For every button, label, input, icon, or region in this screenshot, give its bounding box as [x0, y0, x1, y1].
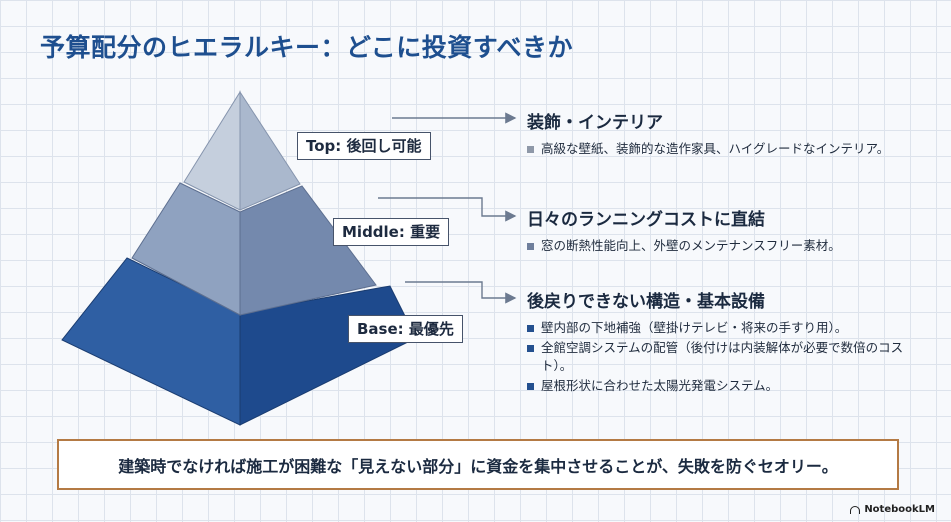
- section-base: 後戻りできない構造・基本設備 壁内部の下地補強（壁掛けテレビ・将来の手すり用）。…: [527, 287, 927, 397]
- section-top-title: 装飾・インテリア: [527, 113, 663, 133]
- bullet-square-icon: [527, 243, 534, 250]
- middle-right-face: [239, 185, 377, 316]
- bullet-square-icon: [527, 383, 534, 390]
- list-item: 壁内部の下地補強（壁掛けテレビ・将来の手すり用）。: [527, 319, 927, 337]
- bullet-square-icon: [527, 325, 534, 332]
- bullet-text: 全館空調システムの配管（後付けは内装解体が必要で数倍のコスト）。: [541, 340, 904, 373]
- bullet-square-icon: [527, 345, 534, 352]
- top-right-face: [239, 90, 301, 211]
- brand-name: NotebookLM: [864, 504, 935, 515]
- conclusion-text: 建築時でなければ施工が困難な「見えない部分」に資金を集中させることが、失敗を防ぐ…: [118, 456, 838, 476]
- bullet-text: 屋根形状に合わせた太陽光発電システム。: [541, 378, 779, 393]
- arrow-base: [405, 281, 517, 304]
- tier-label-middle: Middle: 重要: [333, 218, 450, 246]
- bullet-text: 高級な壁紙、装飾的な造作家具、ハイグレードなインテリア。: [541, 141, 890, 156]
- page-title: 予算配分のヒエラルキー：どこに投資すべきか: [40, 33, 574, 62]
- tier-label-top: Top: 後回し可能: [297, 132, 431, 160]
- section-middle-bullets: 窓の断熱性能向上、外壁のメンテナンスフリー素材。: [527, 237, 927, 255]
- section-top: 装飾・インテリア 高級な壁紙、装飾的な造作家具、ハイグレードなインテリア。: [527, 108, 927, 160]
- notebooklm-logo-icon: [850, 505, 861, 514]
- pyramid-middle-tier: [131, 182, 377, 316]
- list-item: 屋根形状に合わせた太陽光発電システム。: [527, 377, 927, 395]
- brand-watermark: NotebookLM: [850, 504, 935, 515]
- section-base-bullets: 壁内部の下地補強（壁掛けテレビ・将来の手すり用）。 全館空調システムの配管（後付…: [527, 319, 927, 395]
- pyramid-top-tier: [183, 90, 301, 211]
- bullet-text: 壁内部の下地補強（壁掛けテレビ・将来の手すり用）。: [541, 320, 848, 335]
- bullet-text: 窓の断熱性能向上、外壁のメンテナンスフリー素材。: [541, 238, 841, 253]
- section-base-title: 後戻りできない構造・基本設備: [527, 292, 765, 312]
- arrow-middle: [378, 197, 517, 222]
- tier-label-base: Base: 最優先: [348, 315, 463, 343]
- section-middle-title: 日々のランニングコストに直結: [527, 210, 765, 230]
- bullet-square-icon: [527, 146, 534, 153]
- conclusion-callout: 建築時でなければ施工が困難な「見えない部分」に資金を集中させることが、失敗を防ぐ…: [57, 439, 899, 490]
- section-top-bullets: 高級な壁紙、装飾的な造作家具、ハイグレードなインテリア。: [527, 140, 927, 158]
- list-item: 全館空調システムの配管（後付けは内装解体が必要で数倍のコスト）。: [527, 339, 927, 375]
- section-middle: 日々のランニングコストに直結 窓の断熱性能向上、外壁のメンテナンスフリー素材。: [527, 205, 927, 257]
- list-item: 窓の断熱性能向上、外壁のメンテナンスフリー素材。: [527, 237, 927, 255]
- list-item: 高級な壁紙、装飾的な造作家具、ハイグレードなインテリア。: [527, 140, 927, 158]
- connector-arrows: [378, 112, 517, 304]
